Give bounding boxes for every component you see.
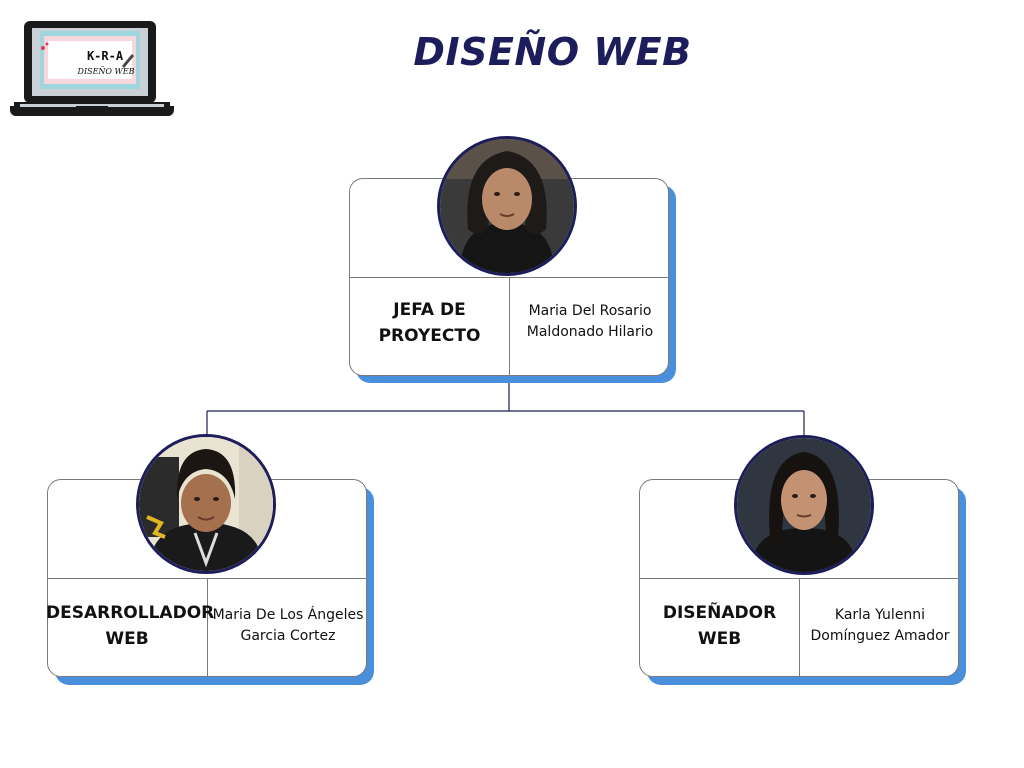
portrait-photo-icon [437, 136, 577, 276]
name-line: Maria Del Rosario [528, 303, 652, 319]
laptop-logo-icon: K-R-A DISEÑO WEB [10, 18, 174, 122]
member-name: Karla Yulenni Domínguez Amador [800, 605, 960, 647]
card-divider [207, 578, 208, 676]
logo-text: K-R-A [86, 49, 124, 63]
logo-subtext: DISEÑO WEB [77, 67, 135, 76]
page-title: DISEÑO WEB [413, 30, 692, 74]
name-line: Maldonado Hilario [526, 324, 654, 340]
name-line: Karla Yulenni [834, 607, 926, 623]
name-line: Maria De Los Ángeles [212, 607, 364, 623]
card-divider [509, 277, 510, 375]
member-name: Maria De Los Ángeles Garcia Cortez [208, 605, 368, 647]
role-line: WEB [105, 629, 149, 649]
role-line: WEB [697, 629, 742, 649]
portrait-photo-icon [734, 435, 874, 575]
role-title: JEFA DE PROYECTO [350, 297, 509, 349]
card-divider [799, 578, 800, 676]
name-line: Domínguez Amador [810, 628, 950, 644]
role-title: DISEÑADOR WEB [640, 600, 799, 652]
name-line: Garcia Cortez [240, 628, 336, 644]
member-name: Maria Del Rosario Maldonado Hilario [510, 301, 670, 343]
role-line: DESARROLLADOR [46, 603, 215, 623]
role-line: JEFA DE [393, 300, 466, 320]
org-card-project-lead: JEFA DE PROYECTO Maria Del Rosario Maldo… [349, 178, 669, 376]
role-line: DISEÑADOR [662, 603, 777, 623]
role-line: PROYECTO [378, 326, 481, 346]
portrait-photo-icon [136, 434, 276, 574]
role-title: DESARROLLADOR WEB [46, 600, 215, 652]
